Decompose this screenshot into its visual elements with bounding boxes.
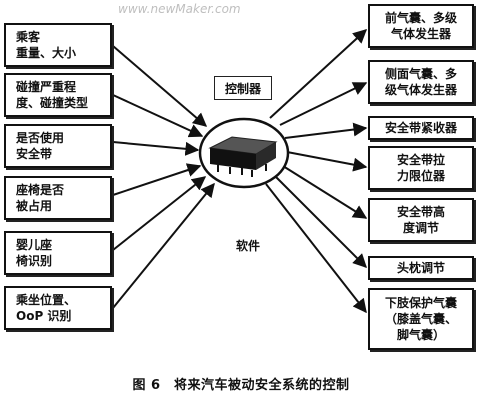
arrow-out-4	[286, 151, 368, 172]
output-label: 安全带高 度调节	[396, 205, 445, 235]
output-box-belt-tensioner: 安全带紧收器	[368, 116, 474, 140]
input-label: 座椅是否 被占用	[16, 183, 65, 213]
arrow-in-3	[112, 141, 200, 156]
input-box-seating-position: 乘坐位置、 OoP 识别	[4, 286, 112, 330]
output-label: 侧面气囊、多 级气体发生器	[384, 67, 457, 97]
figure-caption: 图 6 将来汽车被动安全系统的控制	[132, 378, 350, 393]
output-box-headrest: 头枕调节	[368, 256, 474, 280]
output-box-belt-force-limiter: 安全带拉 力限位器	[368, 146, 474, 190]
input-label: 是否使用 安全带	[16, 131, 65, 161]
output-box-front-airbag: 前气囊、多级 气体发生器	[368, 4, 474, 48]
input-box-crash-severity: 碰撞严重程 度、碰撞类型	[4, 73, 112, 117]
arrow-out-5	[282, 165, 368, 219]
arrow-out-1	[269, 29, 368, 119]
arrow-out-7	[265, 183, 367, 314]
input-label: 婴儿座 椅识别	[16, 238, 53, 268]
input-box-seatbelt-use: 是否使用 安全带	[4, 124, 112, 168]
output-label: 前气囊、多级 气体发生器	[384, 11, 457, 41]
arrow-in-1	[112, 45, 208, 127]
controller-chip-icon	[208, 136, 278, 177]
arrow-in-5	[112, 176, 207, 251]
output-label: 安全带紧收器	[384, 121, 457, 135]
controller-label: 控制器	[214, 76, 272, 100]
input-label: 乘客 重量、大小	[16, 30, 77, 60]
input-box-infant-seat: 婴儿座 椅识别	[4, 231, 112, 275]
arrow-in-4	[112, 163, 202, 196]
arrow-in-2	[112, 94, 204, 138]
input-label: 乘坐位置、 OoP 识别	[16, 293, 77, 323]
watermark: www.newMaker.com	[118, 2, 241, 16]
output-label: 下肢保护气囊 （膝盖气囊、 脚气囊）	[384, 296, 457, 342]
input-label: 碰撞严重程 度、碰撞类型	[16, 80, 89, 110]
arrow-out-6	[275, 176, 367, 268]
output-box-leg-airbag: 下肢保护气囊 （膝盖气囊、 脚气囊）	[368, 288, 474, 350]
output-label: 安全带拉 力限位器	[396, 153, 445, 183]
output-box-belt-height: 安全带高 度调节	[368, 198, 474, 242]
input-box-seat-occupied: 座椅是否 被占用	[4, 176, 112, 220]
input-box-passenger: 乘客 重量、大小	[4, 23, 112, 67]
output-label: 头枕调节	[396, 261, 445, 275]
arrow-out-3	[284, 122, 368, 139]
output-box-side-airbag: 侧面气囊、多 级气体发生器	[368, 60, 474, 104]
software-label: 软件	[235, 238, 260, 253]
arrow-out-2	[279, 82, 368, 126]
arrow-in-6	[112, 182, 215, 309]
